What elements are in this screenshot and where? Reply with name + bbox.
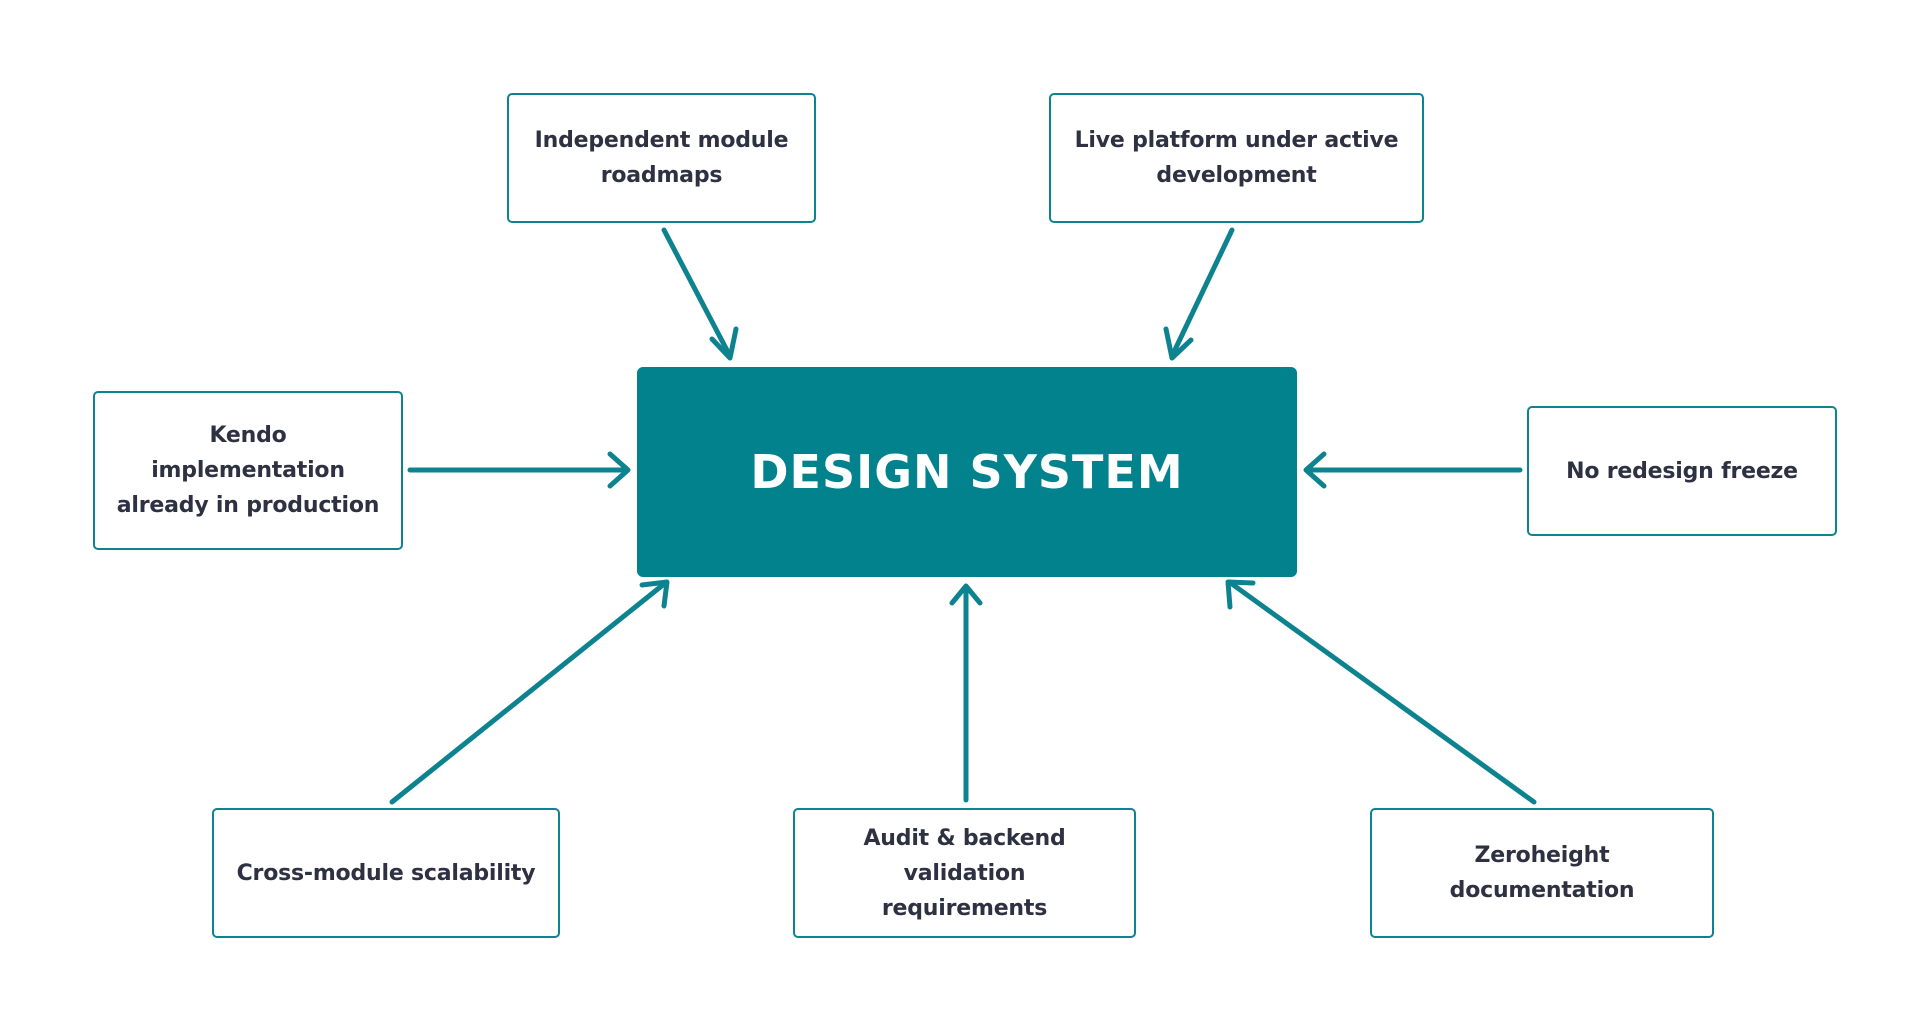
constraint-kendo-implementation: Kendo implementation already in producti… <box>93 391 403 550</box>
arrowhead-audit <box>949 583 983 606</box>
arrowhead-zero <box>1225 579 1256 610</box>
arrow-live <box>1169 227 1235 359</box>
constraint-live-platform: Live platform under active development <box>1049 93 1424 223</box>
arrowhead-live <box>1163 326 1194 361</box>
constraint-label: Live platform under active development <box>1074 128 1399 188</box>
arrowhead-freeze <box>1303 451 1327 489</box>
arrow-scalab <box>389 581 667 805</box>
constraint-label: Audit & backend validation requirements <box>863 825 1066 921</box>
constraint-cross-module-scalability: Cross-module scalability <box>212 808 560 938</box>
constraint-zeroheight-documentation: Zeroheight documentation <box>1370 808 1714 938</box>
constraint-independent-module-roadmaps: Independent module roadmaps <box>507 93 816 223</box>
constraint-label: Zeroheight documentation <box>1449 843 1635 903</box>
design-system-node: DESIGN SYSTEM <box>637 367 1297 577</box>
constraint-label: No redesign freeze <box>1566 458 1798 484</box>
constraint-audit-backend-validation: Audit & backend validation requirements <box>793 808 1136 938</box>
constraint-label: Independent module roadmaps <box>534 128 789 188</box>
arrowhead-kendo <box>607 451 631 489</box>
arrowhead-scalab <box>639 579 670 609</box>
arrow-roadmaps <box>661 227 733 359</box>
constraint-no-redesign-freeze: No redesign freeze <box>1527 406 1837 536</box>
arrow-zero <box>1229 581 1537 805</box>
arrowhead-roadmaps <box>709 326 739 361</box>
design-system-label: DESIGN SYSTEM <box>750 445 1184 499</box>
constraint-label: Cross-module scalability <box>236 860 536 886</box>
constraint-label: Kendo implementation already in producti… <box>116 423 380 518</box>
